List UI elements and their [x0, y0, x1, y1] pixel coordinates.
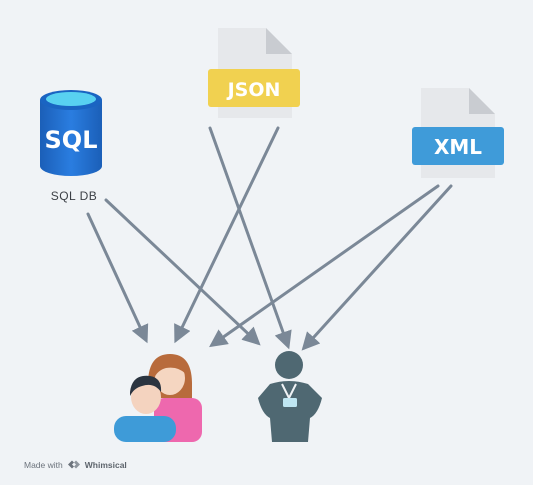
json-file-node: JSON — [208, 28, 300, 118]
json-icon-text: JSON — [226, 79, 281, 101]
whimsical-logo-icon — [67, 460, 80, 469]
arrow-sql-to-staff — [104, 198, 261, 346]
arrow-xml-to-staff — [301, 184, 453, 351]
sql-db-label: SQL DB — [51, 189, 98, 203]
made-with-label: Made with — [24, 459, 63, 470]
staff-member-icon — [258, 351, 322, 442]
json-file-icon: JSON — [208, 28, 300, 118]
sql-database-icon: SQL — [40, 90, 102, 176]
xml-file-node: XML — [412, 88, 504, 178]
arrow-json-to-staff — [208, 126, 292, 350]
made-with-whimsical-footer[interactable]: Made with Whimsical — [24, 459, 127, 470]
xml-file-icon: XML — [412, 88, 504, 178]
sql-icon-text: SQL — [45, 126, 98, 154]
arrow-json-to-users — [174, 126, 280, 344]
users-group-icon — [114, 354, 202, 442]
sql-database-node: SQL SQL DB — [40, 90, 102, 203]
staff-member-node — [258, 351, 322, 442]
arrow-sql-to-users — [86, 212, 149, 344]
arrow-xml-to-users — [209, 184, 440, 348]
connector-arrows — [86, 126, 453, 351]
xml-icon-text: XML — [434, 135, 482, 159]
whimsical-brand-label: Whimsical — [84, 459, 127, 470]
users-group-node — [114, 354, 202, 442]
